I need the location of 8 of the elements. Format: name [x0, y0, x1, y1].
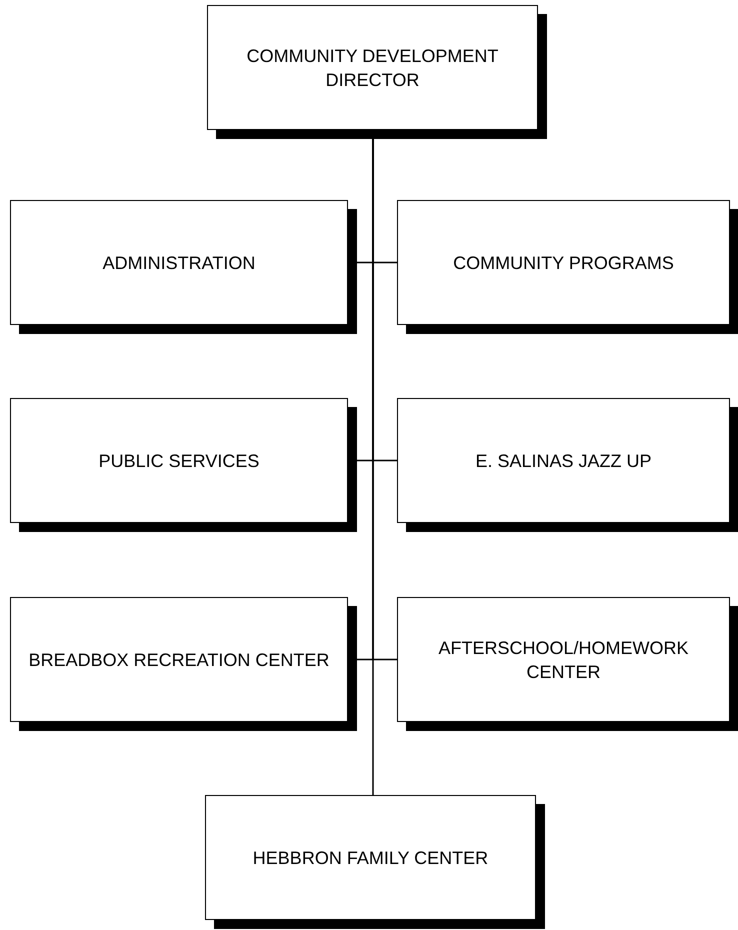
box-label: HEBBRON FAMILY CENTER — [252, 846, 488, 870]
box-label: COMMUNITY DEVELOPMENT DIRECTOR — [246, 44, 500, 92]
box-label: E. SALINAS JAZZ UP — [475, 450, 652, 472]
box-label: ADMINISTRATION — [102, 252, 256, 274]
box-label: PUBLIC SERVICES — [98, 450, 260, 472]
box-label: COMMUNITY PROGRAMS — [453, 252, 674, 274]
box-label: AFTERSCHOOL/HOMEWORK CENTER — [437, 636, 690, 684]
box-label: BREADBOX RECREATION CENTER — [28, 648, 330, 672]
